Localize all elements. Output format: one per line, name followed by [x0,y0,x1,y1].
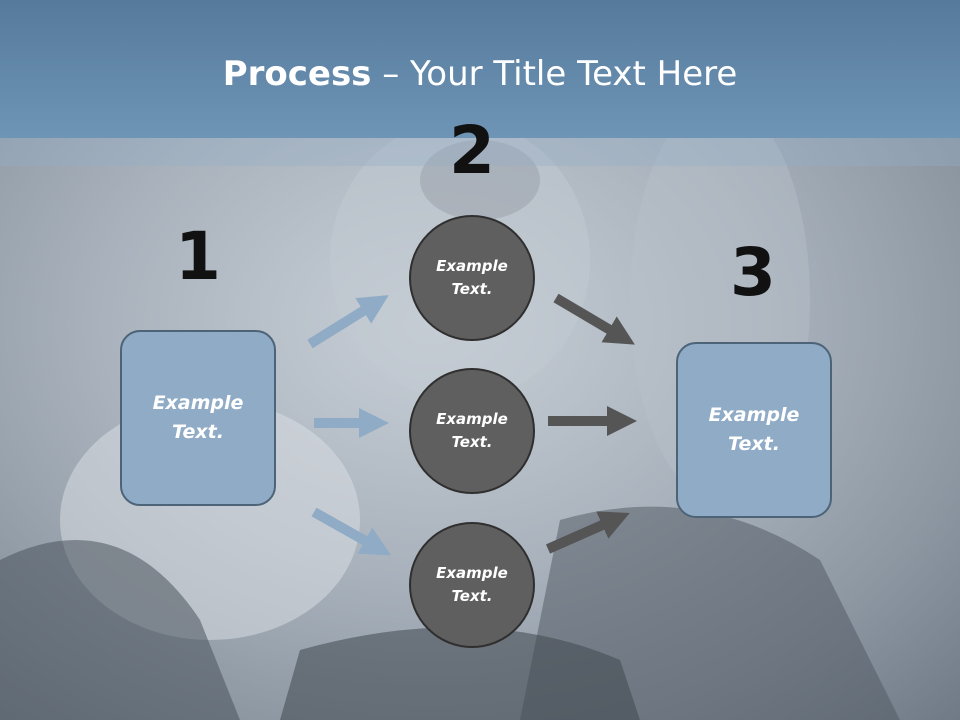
step-1-text-line2: Text. [172,421,224,443]
title-bold: Process [222,54,372,94]
slide-title: Process – Your Title Text Here [0,52,960,96]
circle-bottom-line1: Example [436,564,508,582]
circle-middle-line2: Text. [451,433,493,451]
title-bar [0,0,960,138]
step-number-2: 2 [449,112,495,189]
circle-bottom-line2: Text. [451,587,493,605]
step-1-box: Example Text. [120,330,276,506]
title-rest: – Your Title Text Here [371,54,738,94]
circle-middle-line1: Example [436,410,508,428]
step-1-text-line1: Example [152,392,244,414]
step-3-box: Example Text. [676,342,832,518]
step-2-circle-middle: Example Text. [409,368,535,494]
step-number-3: 3 [730,234,776,311]
arrow-out-bottom [545,511,630,554]
step-2-circle-top: Example Text. [409,215,535,341]
step-3-text-line2: Text. [728,433,780,455]
step-2-circle-bottom: Example Text. [409,522,535,648]
arrow-out-top [553,293,635,345]
step-3-text-line1: Example [708,404,800,426]
circle-top-line2: Text. [451,280,493,298]
title-bar-fade [0,138,960,166]
step-number-1: 1 [175,218,221,295]
arrow-in-bottom [311,507,392,556]
circle-top-line1: Example [436,257,508,275]
arrow-in-top [307,295,389,349]
